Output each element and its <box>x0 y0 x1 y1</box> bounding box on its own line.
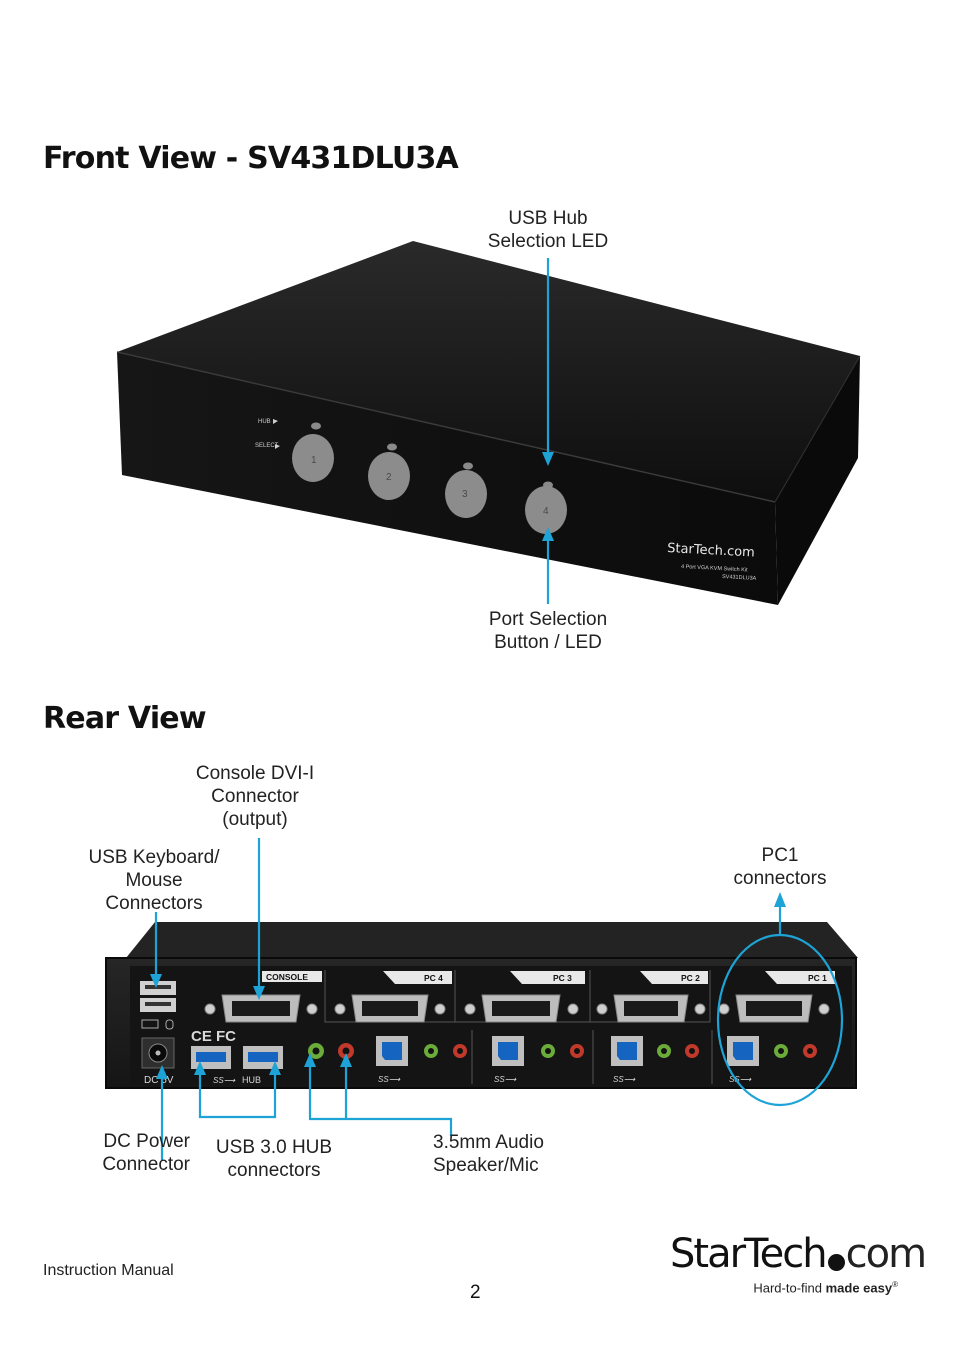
tagline-light: Hard-to-find <box>753 1280 826 1296</box>
pc4-usb-b-port[interactable] <box>376 1036 408 1066</box>
port-button-1[interactable]: 1 <box>292 434 334 482</box>
usb3-hub-callout: USB 3.0 HUB connectors <box>215 1137 333 1181</box>
startech-logo: StarTech com Hard-to-find made easy® <box>670 1230 927 1296</box>
footer-manual-label: Instruction Manual <box>43 1262 174 1279</box>
device-model-desc: 4 Port VGA KVM Switch Kit <box>681 564 748 574</box>
pc2-mic-jack[interactable] <box>685 1044 699 1058</box>
registered-mark: ® <box>892 1280 898 1289</box>
usb-keyboard-mouse-callout: USB Keyboard/ Mouse Connectors <box>88 847 220 914</box>
pc4-speaker-jack[interactable] <box>424 1044 438 1058</box>
cert-marks: CE FC <box>191 1028 236 1045</box>
svg-text:4: 4 <box>543 506 549 517</box>
pc1-usb-b-port[interactable] <box>727 1036 759 1066</box>
device-brand: StarTech.com <box>667 541 755 561</box>
rear-callout-lines <box>154 838 844 1160</box>
svg-text:2: 2 <box>386 472 392 483</box>
svg-text:SS⟶: SS⟶ <box>213 1076 236 1085</box>
port-button-3[interactable]: 3 <box>445 470 487 518</box>
svg-text:SS⟶: SS⟶ <box>613 1075 636 1084</box>
front-device: HUB SELECT 1 2 3 4 StarTech.com 4 Port V… <box>116 241 861 605</box>
svg-text:3: 3 <box>462 489 468 500</box>
pc2-label: PC 2 <box>681 973 700 983</box>
port-selection-callout: Port Selection Button / LED <box>488 609 608 653</box>
select-label: SELECT <box>255 443 279 449</box>
usb3-hub-port-1[interactable] <box>191 1046 231 1069</box>
pc4-dvi-port[interactable] <box>334 994 446 1023</box>
device-model: SV431DLU3A <box>722 574 757 582</box>
svg-text:SS⟶: SS⟶ <box>378 1075 401 1084</box>
console-dvi-port[interactable] <box>204 994 318 1023</box>
console-mic-jack[interactable] <box>338 1043 354 1059</box>
pc2-dvi-port[interactable] <box>596 994 706 1023</box>
svg-text:1: 1 <box>311 455 317 466</box>
rear-device: CONSOLE PC 4 PC 3 PC 2 PC 1 <box>105 922 858 1089</box>
led-3 <box>463 462 473 470</box>
rear-view-title: Rear View <box>43 701 207 736</box>
port-button-4[interactable]: 4 <box>525 486 567 534</box>
usb-km-ports[interactable] <box>140 981 176 1030</box>
front-view-title: Front View - SV431DLU3A <box>43 141 459 176</box>
dc-label: DC 5V <box>144 1075 174 1086</box>
pc3-mic-jack[interactable] <box>570 1044 584 1058</box>
svg-text:SS⟶: SS⟶ <box>494 1075 517 1084</box>
console-dvi-callout: Console DVI-I Connector (output) <box>195 763 315 830</box>
logo-text-start: StarTech <box>670 1231 828 1277</box>
console-speaker-jack[interactable] <box>308 1043 324 1059</box>
logo-dot-icon <box>827 1254 845 1271</box>
pc1-connectors-callout: PC1 connectors <box>733 845 827 889</box>
front-callout-lines <box>542 258 554 604</box>
pc2-speaker-jack[interactable] <box>657 1044 671 1058</box>
usb3-hub-port-2[interactable] <box>243 1046 283 1069</box>
pc3-speaker-jack[interactable] <box>541 1044 555 1058</box>
pc4-mic-jack[interactable] <box>453 1044 467 1058</box>
pc1-label: PC 1 <box>808 973 827 983</box>
pc3-label: PC 3 <box>553 973 572 983</box>
audio-callout: 3.5mm Audio Speaker/Mic <box>433 1132 544 1176</box>
svg-text:SS⟶: SS⟶ <box>729 1075 752 1084</box>
hub-label: HUB <box>242 1075 261 1085</box>
hub-led-label: HUB <box>258 419 271 425</box>
tagline-bold: made easy <box>825 1280 893 1296</box>
dc-power-callout: DC Power Connector <box>102 1131 190 1175</box>
led-1 <box>311 422 321 430</box>
led-2 <box>387 443 397 451</box>
pc3-usb-b-port[interactable] <box>492 1036 524 1066</box>
pc2-usb-b-port[interactable] <box>611 1036 643 1066</box>
pc4-label: PC 4 <box>424 973 443 983</box>
page-number: 2 <box>470 1282 481 1303</box>
console-label: CONSOLE <box>266 972 308 982</box>
rear-callout-arrowheads <box>150 892 786 1079</box>
dc-power-jack[interactable] <box>141 1037 175 1069</box>
logo-text-end: com <box>845 1231 927 1277</box>
pc1-speaker-jack[interactable] <box>774 1044 788 1058</box>
port-button-2[interactable]: 2 <box>368 452 410 500</box>
usb-hub-led-callout: USB Hub Selection LED <box>487 208 609 252</box>
pc1-mic-jack[interactable] <box>803 1044 817 1058</box>
pc3-dvi-port[interactable] <box>464 994 579 1023</box>
pc1-dvi-port[interactable] <box>718 994 830 1023</box>
